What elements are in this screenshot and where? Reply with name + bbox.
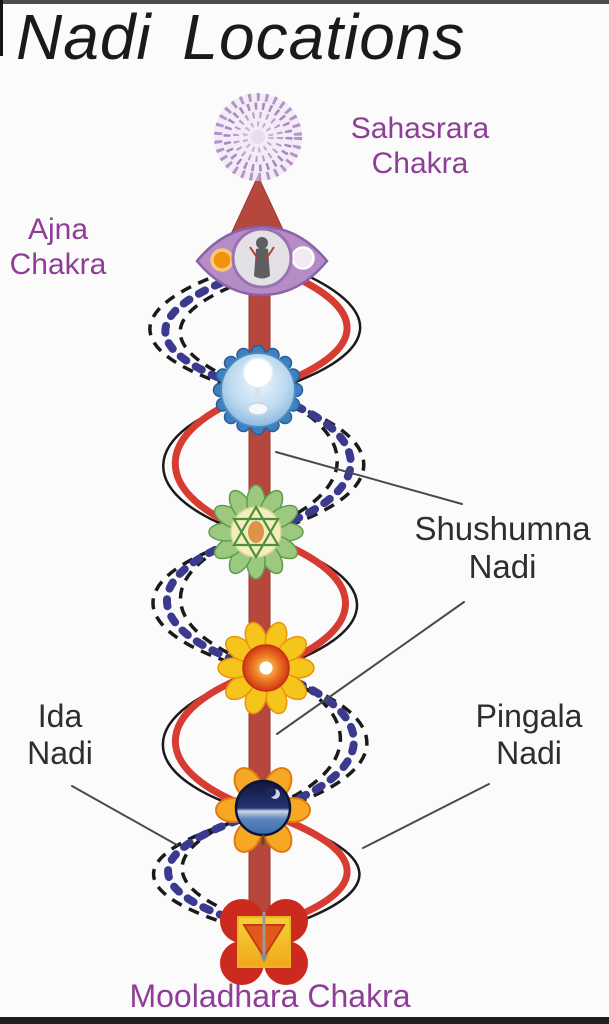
ida-pointer-line xyxy=(71,785,178,846)
pointer-lines xyxy=(71,451,490,849)
shushumna-label-line1: Shushumna xyxy=(414,510,591,547)
ida-label: Ida Nadi xyxy=(5,698,115,772)
sahasrara-label-line2: Chakra xyxy=(371,146,469,180)
root-chakra-icon xyxy=(220,899,308,985)
solar-plexus-chakra-icon xyxy=(217,621,315,715)
throat-chakra-icon xyxy=(212,344,304,436)
left-edge-bar xyxy=(0,0,3,56)
shushumna-label-line2: Nadi xyxy=(468,548,537,586)
sahasrara-mandala-icon xyxy=(214,93,302,181)
pingala-label-line1: Pingala xyxy=(475,698,583,734)
bottom-edge-bar xyxy=(0,1017,609,1024)
shushumna-label: Shushumna Nadi xyxy=(400,510,605,587)
ida-label-line2: Nadi xyxy=(27,735,93,772)
shushumna-upper-pointer-line xyxy=(275,451,463,505)
ajna-label-line1: Ajna xyxy=(27,213,89,246)
pingala-label: Pingala Nadi xyxy=(450,698,608,772)
pingala-label-line2: Nadi xyxy=(496,735,562,772)
pingala-pointer-line xyxy=(362,783,490,849)
ida-label-line1: Ida xyxy=(37,698,83,734)
sahasrara-label-line1: Sahasrara xyxy=(350,112,490,145)
sacral-chakra-icon xyxy=(215,767,311,853)
heart-chakra-icon xyxy=(208,484,304,580)
ajna-label: Ajna Chakra xyxy=(0,213,118,283)
ajna-eye-icon xyxy=(195,225,329,297)
shushumna-arrowhead xyxy=(230,174,286,235)
ajna-label-line2: Chakra xyxy=(9,247,107,281)
sahasrara-label: Sahasrara Chakra xyxy=(330,112,510,182)
shushumna-lower-pointer-line xyxy=(276,601,465,735)
page-title: Nadi Locations xyxy=(16,1,466,73)
mooladhara-label: Mooladhara Chakra xyxy=(129,978,411,1014)
top-edge-bar xyxy=(0,0,609,4)
